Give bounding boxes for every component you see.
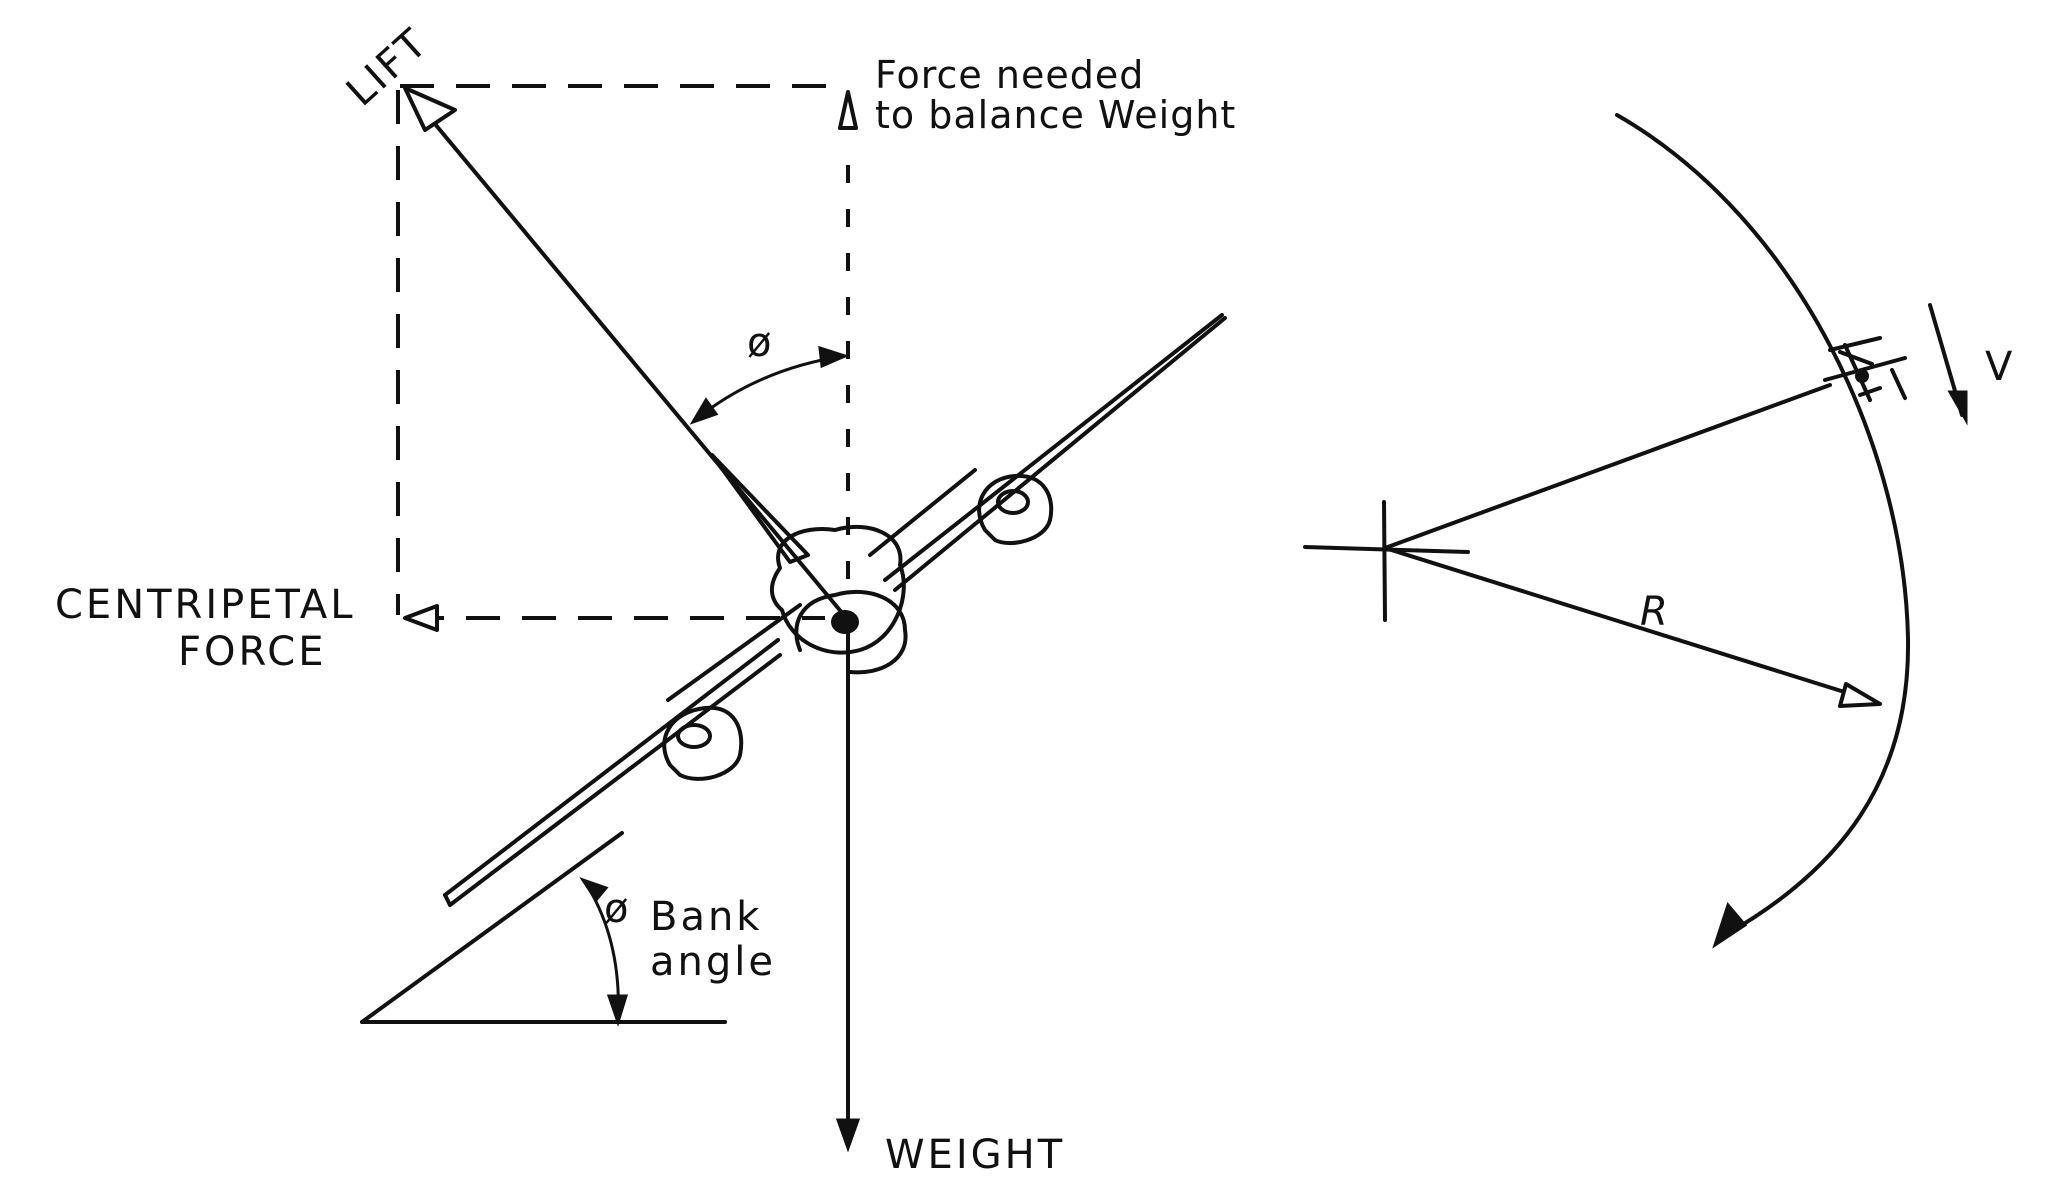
turn-arc-arrowhead: [1712, 901, 1748, 949]
force-needed-label-line2: to balance Weight: [875, 93, 1236, 137]
phi-bank-label: ø: [604, 886, 631, 932]
radius-label: R: [1640, 589, 1671, 635]
tailplane-left: [666, 603, 802, 702]
right-wing-lower-edge: [893, 316, 1227, 592]
centripetal-label-line1: CENTRIPETAL: [55, 582, 356, 628]
turn-arc: [1615, 113, 1911, 937]
centripetal-label-line2: FORCE: [178, 629, 327, 675]
velocity-label: V: [1985, 344, 2015, 390]
tailplane-right: [868, 468, 977, 557]
turn-plan-view: [1303, 113, 1968, 949]
force-needed-label-line1: Force needed: [875, 53, 1144, 97]
weight-vector: [835, 618, 861, 1153]
bank-angle-label-line2: angle: [650, 939, 776, 985]
fuselage: [770, 524, 906, 655]
right-wing-upper-edge: [883, 313, 1224, 582]
left-wing-upper-edge: [443, 638, 780, 897]
force-needed-vector: [838, 90, 858, 130]
fuselage-nose: [831, 610, 859, 634]
centre-cross-vertical: [1382, 500, 1387, 622]
bank-angle-label-line1: Bank: [650, 894, 762, 940]
radius-line: [1383, 546, 1872, 702]
radius-arrowhead: [1838, 682, 1882, 708]
left-engine: [662, 705, 744, 781]
line-to-aircraft: [1383, 383, 1832, 550]
aircraft-plan-view: [1823, 336, 1907, 402]
aircraft-front-view: [443, 313, 1227, 907]
tail-fin: [710, 453, 810, 564]
weight-label: WEIGHT: [885, 1132, 1065, 1178]
lift-vector: [403, 86, 850, 622]
centripetal-vector: [403, 604, 439, 632]
bank-angle-reference: [360, 831, 727, 1027]
right-engine: [977, 473, 1054, 546]
left-wing-lower-edge: [448, 653, 782, 907]
phi-top-label: ø: [747, 320, 774, 366]
wing-reference-line: [360, 831, 624, 1024]
phi-angle-arc-top: [689, 345, 850, 425]
